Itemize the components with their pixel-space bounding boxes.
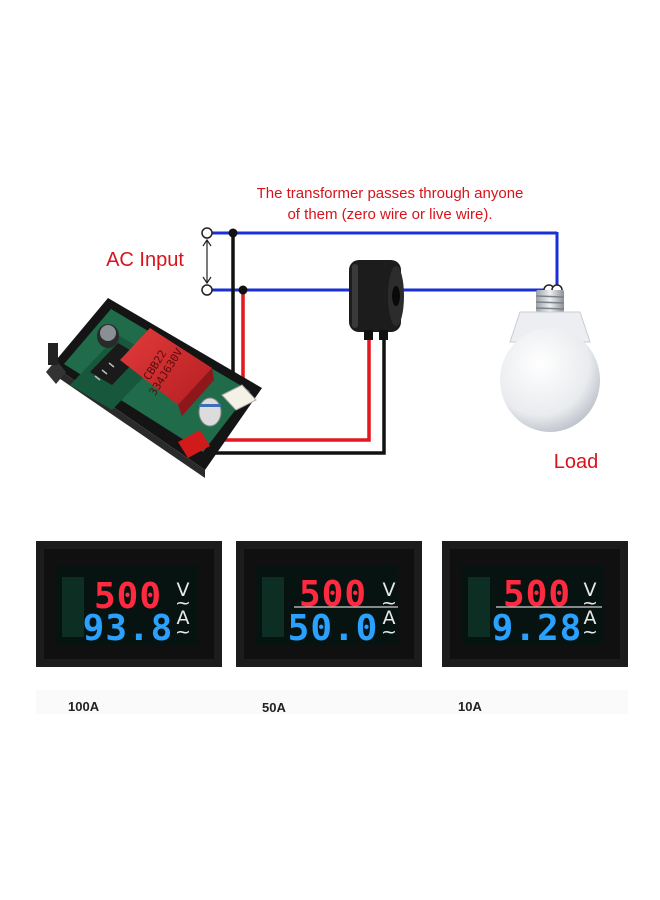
power-connector [221,384,257,411]
meter-50a-volt-unit: V [383,579,396,601]
junction-dot-bottom [238,285,248,295]
light-bulb-load [500,290,600,432]
meter-50a-amp-unit: A [383,607,396,629]
ac-tilde-icon: ~ [381,621,397,643]
ct-black-wire [205,338,386,455]
meter-panel-50a: 500 50.0 V A 50A [236,541,422,715]
meter-10a-volt-unit: V [584,579,597,601]
meter-10a-amp-unit: A [584,607,597,629]
meter-100a-voltage: 500 [94,576,162,617]
resistor [198,397,222,427]
current-transformer [349,260,404,340]
ct-red-wire [205,338,371,442]
ac-input-label: AC Input [106,249,184,271]
module-bezel-edge [46,343,66,384]
load-label: Load [554,451,599,473]
meter-panel-10a: 500 9.28 V A 10A [442,541,628,714]
ac-tilde-icon: ~ [381,592,397,614]
ct-connector [178,430,210,458]
ac-tilde-icon: ~ [175,592,191,614]
ac-tilde-icon: ~ [582,592,598,614]
meter-100a-caption: 100A [68,699,100,714]
meter-50a-caption: 50A [262,700,286,715]
terminal-top-left [201,227,213,239]
electrolytic-capacitor [97,324,119,348]
meter-10a-current: 9.28 [492,608,583,649]
meter-100a-amp-unit: A [177,607,190,629]
terminal-bottom-left [201,284,213,296]
meter-module: CBB22 334J630V [46,298,262,478]
blue-live-wire [212,231,559,292]
film-capacitor: CBB22 334J630V [120,328,214,416]
caption-band [36,690,628,714]
transformer-note-line1: The transformer passes through anyone [257,185,524,202]
ac-tilde-icon: ~ [582,621,598,643]
meter-panel-100a: 500 93.8 V A 100A [36,541,222,714]
transformer-note-line2: of them (zero wire or live wire). [287,206,492,223]
ac-tilde-icon: ~ [175,621,191,643]
meter-10a-voltage: 500 [503,574,571,615]
ac-input-bracket [202,238,212,285]
meter-10a-caption: 10A [458,699,482,714]
junction-dot-top [228,228,238,238]
meter-panels: 500 93.8 V A 100A 500 50.0 V A 50A 500 9… [36,541,628,715]
meter-100a-volt-unit: V [177,579,190,601]
meter-50a-current: 50.0 [288,608,379,649]
meter-50a-voltage: 500 [299,574,367,615]
meter-100a-current: 93.8 [83,608,174,649]
